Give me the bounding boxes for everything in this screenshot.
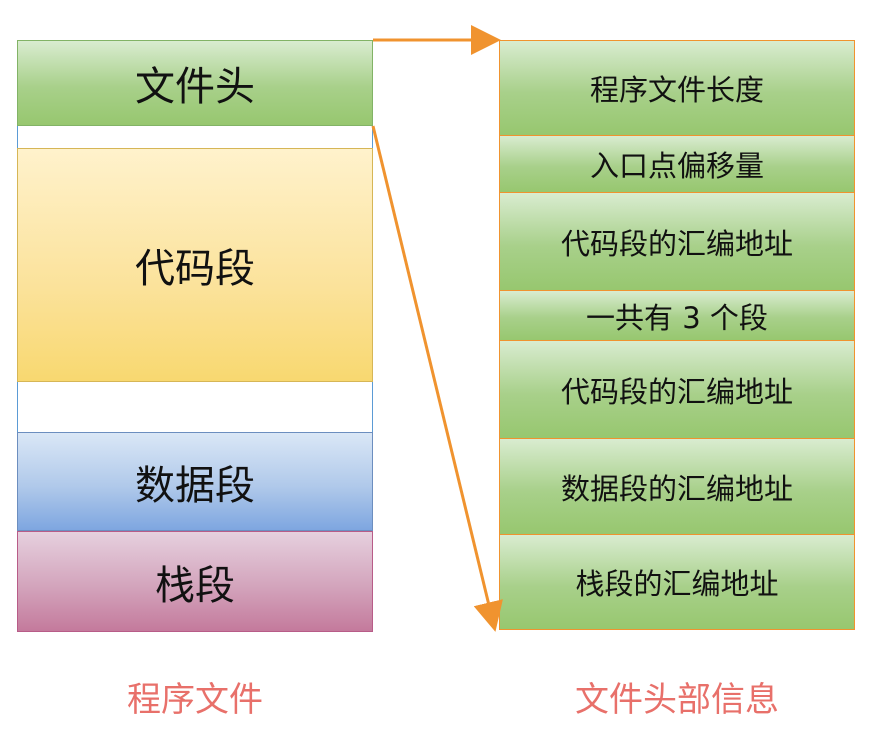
code-section: 代码段 — [17, 148, 373, 382]
header-info-row-label: 程序文件长度 — [589, 73, 764, 107]
file-header-label: 文件头 — [135, 64, 255, 110]
header-info-caption: 文件头部信息 — [575, 680, 779, 720]
file-header-section: 文件头 — [17, 40, 373, 126]
header-info-row-label: 代码段的汇编地址 — [560, 226, 793, 261]
stack-section: 栈段 — [17, 531, 373, 632]
header-info-row: 一共有 3 个段 — [499, 290, 855, 340]
header-info-row: 入口点偏移量 — [499, 135, 855, 192]
header-info-row-label: 入口点偏移量 — [589, 149, 764, 183]
section-gap — [17, 382, 373, 432]
program-file-caption: 程序文件 — [127, 680, 263, 720]
data-section-label: 数据段 — [135, 462, 255, 509]
header-info-row-label: 数据段的汇编地址 — [560, 471, 793, 506]
stack-section-label: 栈段 — [155, 562, 235, 609]
header-info-row: 代码段的汇编地址 — [499, 192, 855, 290]
code-section-label: 代码段 — [135, 246, 255, 292]
arrow-to-bottom — [371, 125, 503, 632]
data-section: 数据段 — [17, 432, 373, 531]
header-info-row-label: 栈段的汇编地址 — [575, 567, 779, 601]
header-info-row: 栈段的汇编地址 — [499, 534, 855, 630]
section-gap — [17, 126, 373, 148]
header-info-row: 数据段的汇编地址 — [499, 438, 855, 534]
header-info-row-label: 代码段的汇编地址 — [560, 374, 793, 409]
header-info-row: 代码段的汇编地址 — [499, 340, 855, 438]
header-info-row-label: 一共有 3 个段 — [586, 300, 768, 335]
header-info-row: 程序文件长度 — [499, 40, 855, 135]
